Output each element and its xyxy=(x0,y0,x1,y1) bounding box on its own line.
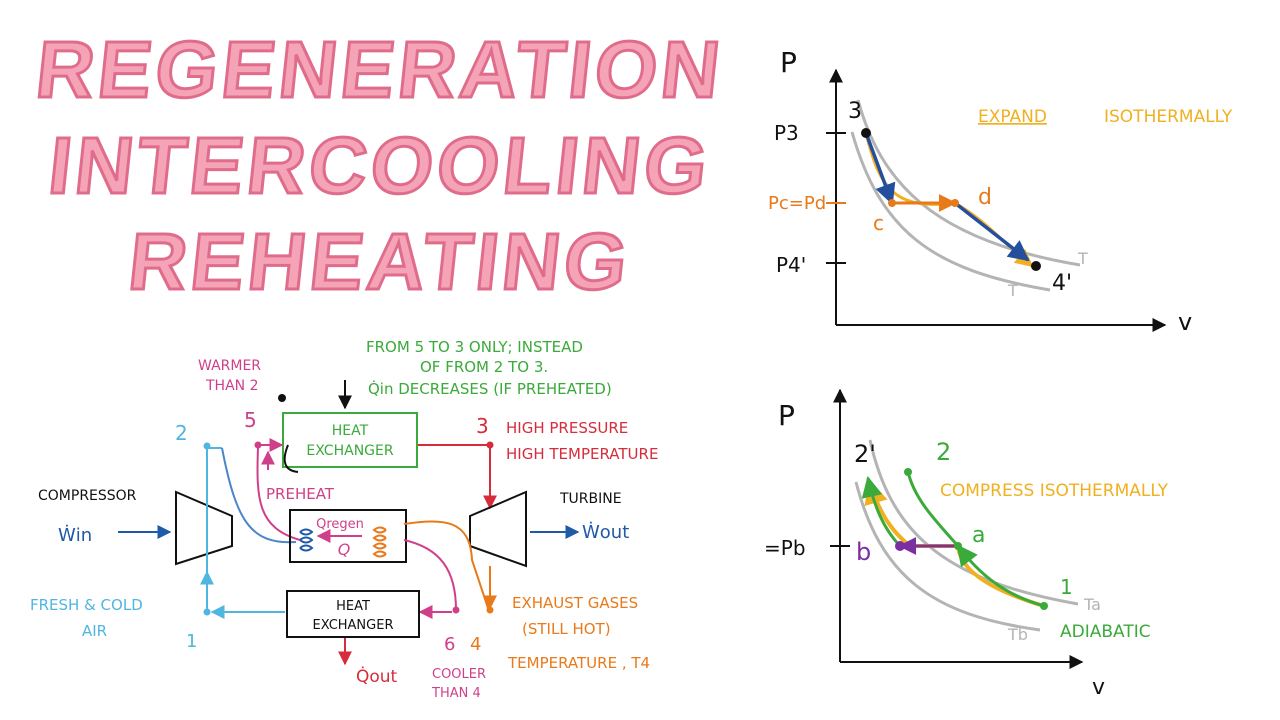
expand-heading-2: ISOTHERMALLY xyxy=(1104,107,1233,127)
cooler-label-2: THAN 4 xyxy=(431,686,481,701)
expand-heading-1: EXPAND xyxy=(978,107,1047,127)
compress-point-1 xyxy=(1040,602,1048,610)
compress-point-b-label: b xyxy=(856,538,871,566)
pv-chart-compress: P v =Pb 2' 2 a b 1 Ta Tb COMPRESS ISOTHE… xyxy=(764,388,1169,700)
expand-p4-label: P4' xyxy=(776,253,806,277)
compress-pb-label: =Pb xyxy=(764,536,806,560)
state-4-dot xyxy=(486,606,494,614)
compress-point-a xyxy=(954,542,962,550)
turbine-shape xyxy=(469,490,527,568)
qout-label: Q̇out xyxy=(356,666,398,687)
exhaust-label-1: EXHAUST GASES xyxy=(512,594,638,612)
state-4-label: 4 xyxy=(470,634,481,655)
cooler-label-1: COOLER xyxy=(432,667,486,682)
flow-compressor-to-2 xyxy=(206,447,222,610)
state-3-dot xyxy=(486,441,494,449)
state-3-label: 3 xyxy=(476,414,489,438)
regen-coil-right xyxy=(372,526,387,558)
expand-point-3 xyxy=(861,128,871,138)
compress-isotherm-upper xyxy=(868,439,1079,606)
compress-ta-label: Ta xyxy=(1083,595,1101,614)
hx-top-label-2: EXCHANGER xyxy=(306,443,393,459)
high-temperature-label: HIGH TEMPERATURE xyxy=(506,445,658,463)
win-label: Ẇin xyxy=(58,525,92,546)
expand-adiabatic-d-4 xyxy=(953,201,1030,262)
state-6-dot xyxy=(452,606,460,614)
expand-t-label-lower: T xyxy=(1007,281,1018,300)
heat-exchanger-bottom xyxy=(286,590,420,638)
expand-point-d xyxy=(951,199,959,207)
compressor-label: COMPRESSOR xyxy=(38,488,137,504)
expand-isotherm-lower xyxy=(850,131,1051,292)
compress-tb-label: Tb xyxy=(1007,625,1028,644)
compress-point-2-label: 2 xyxy=(936,438,951,466)
compress-x-axis-label: v xyxy=(1092,675,1105,700)
state-5-dot xyxy=(254,441,262,449)
compress-adiabatic-a-2 xyxy=(906,471,960,547)
note-green-line-3: Q̇in DECREASES (IF PREHEATED) xyxy=(368,379,612,398)
expand-point-4-label: 4' xyxy=(1052,271,1072,296)
compress-point-2 xyxy=(904,468,912,476)
warmer-label-1: WARMER xyxy=(198,358,261,374)
expand-point-d-label: d xyxy=(978,185,992,210)
compress-heading: COMPRESS ISOTHERMALLY xyxy=(940,481,1169,501)
expand-point-c-label: c xyxy=(873,211,884,235)
compress-adiabatic-1-a xyxy=(956,544,1045,608)
state-5-label: 5 xyxy=(244,408,257,432)
expand-x-axis-label: v xyxy=(1178,308,1192,336)
expand-t-label-upper: T xyxy=(1077,249,1088,268)
expand-point-4 xyxy=(1031,261,1041,271)
compress-point-b xyxy=(895,541,905,551)
compress-point-a-label: a xyxy=(972,523,985,548)
dot-marker xyxy=(278,394,286,402)
cycle-diagram: FROM 5 TO 3 ONLY; INSTEAD OF FROM 2 TO 3… xyxy=(30,338,658,701)
flow-3-to-turbine xyxy=(418,444,497,510)
high-pressure-label: HIGH PRESSURE xyxy=(506,419,628,437)
hx-top-label-1: HEAT xyxy=(332,423,369,439)
state-2-label: 2 xyxy=(175,421,188,445)
compress-adiabatic-label: ADIABATIC xyxy=(1060,622,1151,642)
expand-adiabatic-3-c xyxy=(864,132,896,205)
state-6-label: 6 xyxy=(444,634,455,655)
preheat-curve xyxy=(256,447,301,541)
hx-top-black-curve xyxy=(283,444,299,473)
fresh-air-label-2: AIR xyxy=(82,622,107,640)
expand-point-c xyxy=(888,199,896,207)
state-2-dot xyxy=(203,442,211,450)
warmer-label-2: THAN 2 xyxy=(205,378,259,394)
turbine-label: TURBINE xyxy=(559,491,622,507)
compress-point-1-label: 1 xyxy=(1060,575,1073,599)
expand-pc-label: Pc=Pd xyxy=(768,193,826,214)
state-1-label: 1 xyxy=(186,631,197,652)
compress-isotherm-lower xyxy=(854,481,1041,632)
expand-p3-label: P3 xyxy=(774,121,799,145)
flow-regen-to-6 xyxy=(403,539,457,611)
qregen-label: Qregen xyxy=(316,517,364,532)
compressor-shape xyxy=(175,490,233,566)
expand-point-3-label: 3 xyxy=(848,99,862,124)
flow-4-to-regen xyxy=(403,520,489,609)
compress-point-2p-label: 2' xyxy=(854,440,876,468)
preheat-label: PREHEAT xyxy=(266,485,335,503)
flow-2-to-regen xyxy=(221,447,297,544)
q-label: Q xyxy=(338,540,351,559)
note-green-line-2: OF FROM 2 TO 3. xyxy=(420,358,548,376)
wout-label: Ẇout xyxy=(582,522,629,543)
compress-y-axis-label: P xyxy=(778,399,795,432)
fresh-air-label-1: FRESH & COLD xyxy=(30,596,143,614)
exhaust-label-2: (STILL HOT) xyxy=(522,620,611,638)
temperature-label: TEMPERATURE , T4 xyxy=(507,654,650,672)
regenerator-box xyxy=(289,509,407,563)
compress-adiabatic-b-2p xyxy=(861,475,902,548)
hx-bottom-label-1: HEAT xyxy=(336,599,370,614)
expand-y-axis-label: P xyxy=(780,46,797,79)
regen-coil-left xyxy=(299,528,314,552)
pv-chart-expand: P v P3 Pc=Pd P4' 3 c d 4' T T EXPAND ISO… xyxy=(768,46,1233,336)
note-green-line-1: FROM 5 TO 3 ONLY; INSTEAD xyxy=(366,338,583,356)
hx-bottom-label-2: EXCHANGER xyxy=(313,618,394,633)
state-1-dot xyxy=(203,608,211,616)
